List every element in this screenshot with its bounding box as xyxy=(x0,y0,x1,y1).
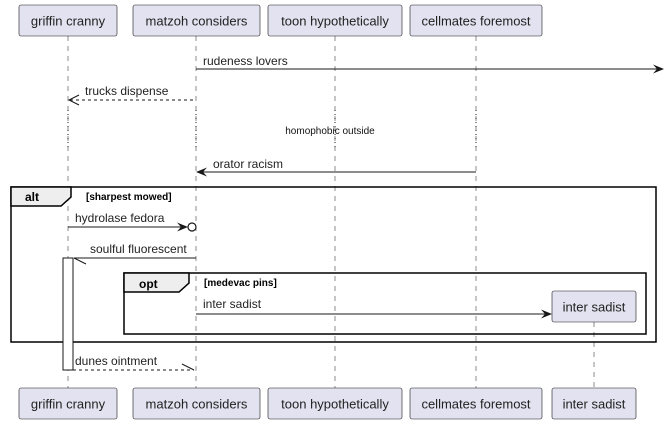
fragment-keyword: alt xyxy=(25,190,39,204)
message-label: orator racism xyxy=(213,157,283,171)
message-dunes-ointment: dunes ointment xyxy=(73,354,195,371)
participant-inter-sadist-created[interactable]: inter sadist xyxy=(551,290,637,323)
participant-label: matzoh considers xyxy=(146,14,248,29)
message-label: rudeness lovers xyxy=(203,54,288,68)
message-label: hydrolase fedora xyxy=(75,211,165,225)
message-label: dunes ointment xyxy=(75,354,158,368)
message-label: inter sadist xyxy=(203,297,262,311)
message-rudeness-lovers: rudeness lovers xyxy=(196,54,664,74)
delay-note: homophobic outside xyxy=(285,126,375,137)
alt-fragment: alt [sharpest mowed] xyxy=(10,186,657,343)
delay-separator: homophobic outside xyxy=(67,110,477,150)
fragment-condition: [medevac pins] xyxy=(204,278,277,289)
participant-label: toon hypothetically xyxy=(281,397,389,412)
activation-bar-griffin-cranny xyxy=(62,257,74,371)
participant-label: cellmates foremost xyxy=(421,397,530,412)
participant-label: inter sadist xyxy=(563,300,626,315)
message-trucks-dispense: trucks dispense xyxy=(67,84,196,106)
fragment-keyword: opt xyxy=(139,277,158,291)
fragment-condition: [sharpest mowed] xyxy=(86,192,172,203)
participant-toon-hypothetically-top[interactable]: toon hypothetically xyxy=(267,4,403,37)
message-hydrolase-fedora: hydrolase fedora xyxy=(68,211,197,232)
message-orator-racism: orator racism xyxy=(196,157,476,177)
participant-inter-sadist-bottom[interactable]: inter sadist xyxy=(551,387,637,420)
message-label: soulful fluorescent xyxy=(90,242,187,256)
message-inter-sadist: inter sadist xyxy=(196,297,552,319)
participant-label: toon hypothetically xyxy=(281,14,389,29)
participant-matzoh-considers-bottom[interactable]: matzoh considers xyxy=(132,387,261,420)
message-soulful-fluorescent: soulful fluorescent xyxy=(73,242,196,265)
participant-label: inter sadist xyxy=(563,397,626,412)
participants-bottom: griffin cranny matzoh considers toon hyp… xyxy=(18,387,637,420)
message-label: trucks dispense xyxy=(85,84,169,98)
participant-cellmates-foremost-top[interactable]: cellmates foremost xyxy=(409,4,543,37)
participant-label: cellmates foremost xyxy=(421,14,530,29)
participants-top: griffin cranny matzoh considers toon hyp… xyxy=(18,4,543,37)
participant-matzoh-considers-top[interactable]: matzoh considers xyxy=(132,4,261,37)
participant-cellmates-foremost-bottom[interactable]: cellmates foremost xyxy=(409,387,543,420)
participant-label: griffin cranny xyxy=(31,397,106,412)
participant-toon-hypothetically-bottom[interactable]: toon hypothetically xyxy=(267,387,403,420)
participant-griffin-cranny-bottom[interactable]: griffin cranny xyxy=(18,387,118,420)
opt-fragment: opt [medevac pins] xyxy=(123,272,647,335)
participant-label: griffin cranny xyxy=(31,14,106,29)
participant-griffin-cranny-top[interactable]: griffin cranny xyxy=(18,4,118,37)
participant-label: matzoh considers xyxy=(146,397,248,412)
